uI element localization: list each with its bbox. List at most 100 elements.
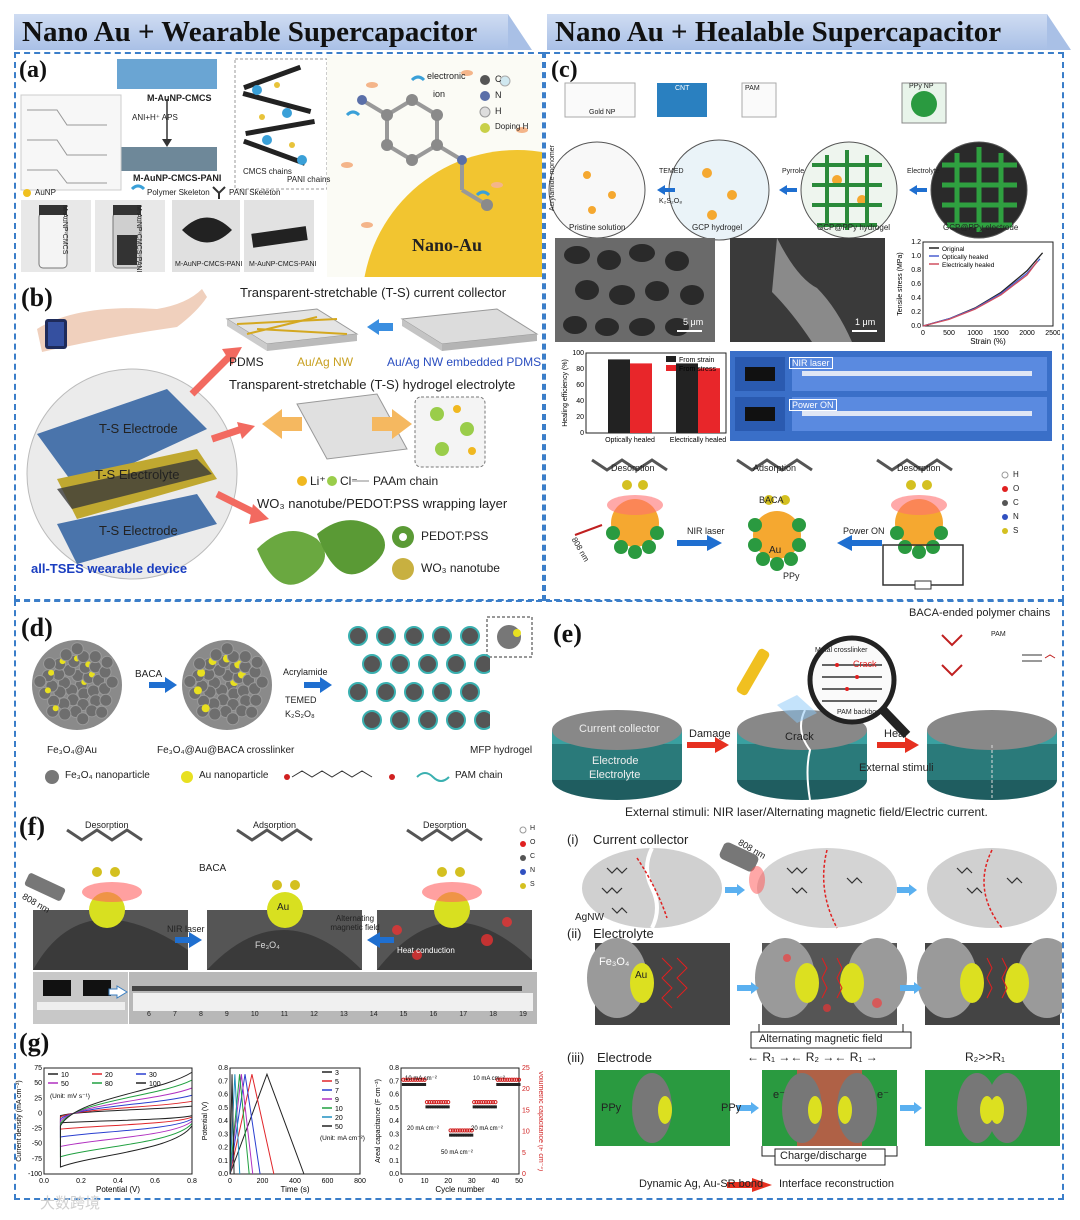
panel-f-label: (f) — [19, 812, 45, 842]
c-atom-s: S — [1013, 526, 1018, 535]
panel-b-art — [17, 279, 542, 599]
e-stimuli-caption: External stimuli: NIR laser/Alternating … — [625, 805, 988, 819]
mfp-node — [461, 627, 479, 645]
legend-label: 20 — [335, 1115, 343, 1122]
x-tick-label: 800 — [354, 1178, 366, 1185]
annotation: 20 mA cm⁻² — [471, 1126, 503, 1132]
atom-c-label: C — [495, 74, 502, 84]
fe3o4-particle — [59, 708, 71, 720]
y-tick-label: -25 — [32, 1126, 42, 1133]
y-tick-label: 0.5 — [218, 1105, 228, 1112]
e-crack: Crack — [785, 731, 814, 743]
d-baca: BACA — [135, 669, 162, 680]
b-pedot: PEDOT:PSS — [421, 529, 488, 543]
x-tick-label: 600 — [322, 1178, 334, 1185]
panel-e-art — [547, 605, 1062, 825]
data-point — [423, 1083, 426, 1086]
rate-chart: 010203040500.00.10.20.30.40.50.60.70.8Cy… — [373, 1060, 543, 1200]
pani-chains-label: PANI chains — [287, 175, 330, 184]
x-tick-label: 0.6 — [150, 1178, 160, 1185]
photo1-label: M-AuNP-CMCS-PANI — [175, 261, 243, 268]
annotation: 20 mA cm⁻² — [407, 1126, 439, 1132]
legend-pani: PANI Skeleton — [229, 188, 280, 197]
legend-swatch — [666, 356, 676, 362]
y-tick-label: 0.4 — [218, 1118, 228, 1125]
c-pristine: Pristine solution — [569, 223, 625, 232]
c-scale-5um: 5 μm — [683, 317, 703, 327]
b-cl: Cl⁻ — [340, 474, 358, 488]
mfp-node — [419, 711, 437, 729]
panel-c-label: (c) — [551, 57, 578, 84]
y2-tick-label: 0 — [522, 1171, 526, 1178]
banner-healable-text: Nano Au + Healable Supercapacitor — [555, 16, 1001, 48]
fe3o4-particle — [60, 649, 72, 661]
y-tick-label: 80 — [576, 366, 584, 373]
mfp-node — [363, 655, 381, 673]
d-crosslinker: Fe₃O₄@Au@BACA crosslinker — [157, 745, 294, 756]
y-axis-label: Areal capacitance (F cm⁻²) — [375, 1079, 382, 1163]
x-tick-label: 40 — [492, 1178, 500, 1185]
b-pdms: PDMS — [229, 355, 264, 369]
annotation: 10 mA cm⁻² — [473, 1076, 505, 1082]
ruler-tick: 13 — [340, 1011, 348, 1023]
legend-label: 50 — [335, 1124, 343, 1131]
e-eminus-right: e⁻ — [877, 1088, 889, 1101]
x-tick-label: 0 — [228, 1178, 232, 1185]
c-electrolyte: Electrolyte — [907, 168, 940, 175]
y-tick-label: 0.7 — [218, 1078, 228, 1085]
x-tick-label: 0.2 — [76, 1178, 86, 1185]
e-fe3o4: Fe₃O₄ — [599, 956, 629, 968]
d-temed: TEMED — [285, 695, 317, 705]
mfp-hydrogel-network — [340, 620, 490, 740]
fe3o4-particle — [100, 694, 112, 706]
f-heat: Heat conduction — [397, 946, 455, 955]
f-atom-c: C — [530, 853, 535, 860]
e-pam-backbone: PAM backbone — [837, 709, 884, 716]
c-gcp-ppy-electrode: GCP@PPy electrode — [943, 223, 1018, 232]
b-embedded: Au/Ag NW embedded PDMS — [387, 355, 541, 369]
x-axis-label: Cycle number — [435, 1185, 485, 1194]
reagents-label: ANI+H⁺ APS — [132, 113, 178, 122]
legend-label: Optically healed — [942, 254, 989, 261]
legend-swatch — [666, 365, 676, 371]
legend-label: 100 — [149, 1081, 161, 1088]
banner-wearable-text: Nano Au + Wearable Supercapacitor — [22, 16, 477, 48]
x-tick-label: 30 — [468, 1178, 476, 1185]
d-fe3o4-np: Fe₃O₄ nanoparticle — [65, 770, 150, 781]
y-tick-label: 0.8 — [218, 1065, 228, 1072]
ion-label: ion — [433, 89, 445, 99]
e-charge: Charge/discharge — [780, 1150, 867, 1162]
data-point — [470, 1134, 473, 1137]
y-tick-label: 0.5 — [389, 1105, 399, 1112]
y-tick-label: 0.8 — [911, 267, 921, 274]
fe3o4-particle — [44, 658, 56, 670]
x-tick-label: 0 — [399, 1178, 403, 1185]
y2-tick-label: 10 — [522, 1129, 530, 1136]
c-au: Au — [769, 545, 781, 556]
nano-au-label: Nano-Au — [412, 235, 482, 256]
c-atom-o: O — [1013, 484, 1019, 493]
x-tick-label: 50 — [515, 1178, 523, 1185]
legend-label: 7 — [335, 1088, 339, 1095]
data-point — [494, 1105, 497, 1108]
f-atom-n: N — [530, 867, 535, 874]
f-au: Au — [277, 902, 289, 913]
legend-label: 30 — [149, 1072, 157, 1079]
e-alt-field: Alternating magnetic field — [759, 1033, 883, 1045]
au-particle — [202, 704, 210, 712]
f-baca: BACA — [199, 863, 226, 874]
atom-n-label: N — [495, 90, 502, 100]
e-ppy-right: PPy — [721, 1102, 741, 1114]
b-wo3: WO₃ nanotube — [421, 561, 500, 575]
x-axis-label: Strain (%) — [970, 337, 1006, 346]
b-electrode-top: T-S Electrode — [99, 421, 178, 436]
c-nir-laser: NIR laser — [687, 526, 725, 536]
y2-tick-label: 15 — [522, 1107, 530, 1114]
banner-wearable: Nano Au + Wearable Supercapacitor — [14, 14, 508, 50]
panel-f: (f) Desorption Adsorption Desorption BAC… — [17, 810, 542, 1028]
c-pam: PAM — [745, 85, 760, 92]
mfp-node — [363, 711, 381, 729]
f-alt-field: Alternating magnetic field — [325, 914, 385, 932]
y-axis-label: Healing efficiency (%) — [562, 359, 569, 427]
